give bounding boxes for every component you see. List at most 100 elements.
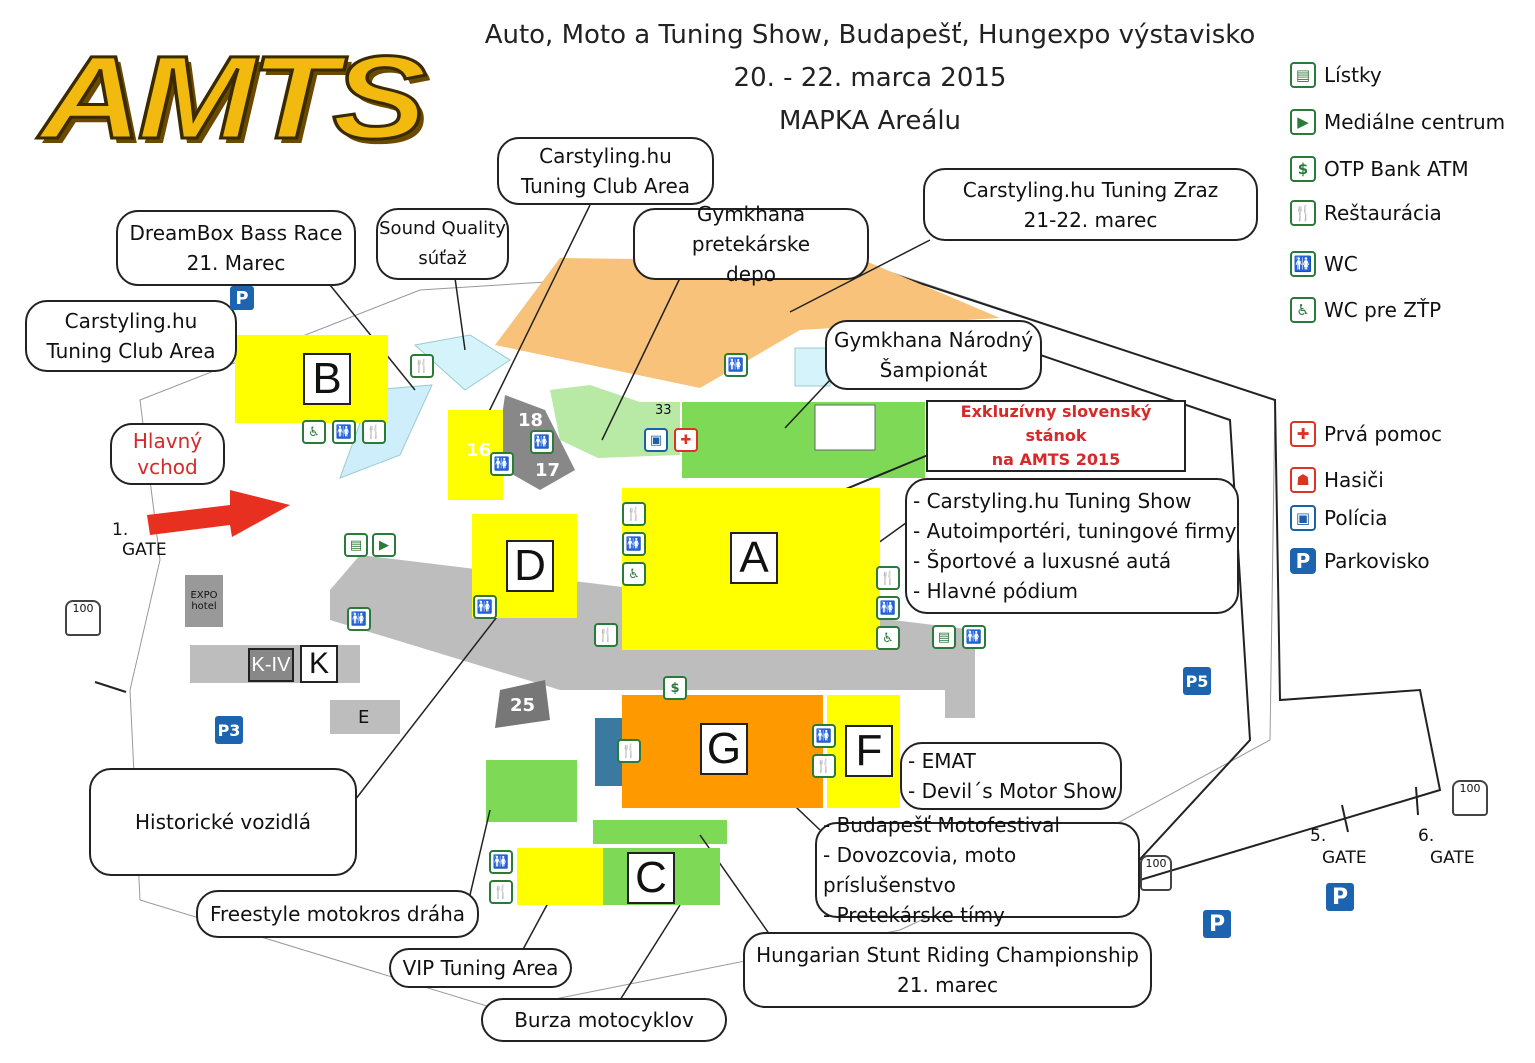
wc-icon: 🚻	[724, 353, 748, 377]
wc-icon: 🚻	[962, 625, 986, 649]
legend-item-media: ▶Mediálne centrum	[1290, 109, 1505, 135]
legend-item-police: ▣Polícia	[1290, 505, 1388, 531]
first-aid-icon: ✚	[674, 428, 698, 452]
map-dates: 20. - 22. marca 2015	[733, 63, 1007, 93]
hall-g-label: G	[700, 723, 748, 775]
parking-icon: P	[1290, 548, 1316, 574]
wc-icon: 🚻	[530, 430, 554, 454]
callout-hall-f: - EMAT- Devil´s Motor Show	[900, 742, 1122, 810]
ticket-icon: ▤	[932, 625, 956, 649]
hall-b: B	[235, 335, 388, 423]
first-aid-icon: ✚	[1290, 421, 1316, 447]
wc-icon: 🚻	[332, 420, 356, 444]
parking-p5-icon: P5	[1183, 667, 1211, 695]
ticket-icon: ▤	[1290, 62, 1316, 88]
callout-freestyle: Freestyle motokros dráha	[196, 890, 479, 938]
legend-item-wc: 🚻WC	[1290, 251, 1358, 277]
hall-a: A	[622, 488, 880, 650]
hall-e-label: E	[358, 707, 370, 728]
bus-stop-icon: 100	[1140, 855, 1172, 891]
callout-leaders	[94, 204, 1419, 1001]
restaurant-icon: 🍴	[410, 354, 434, 378]
restaurant-icon: 🍴	[617, 739, 641, 763]
legend-item-atm: $OTP Bank ATM	[1290, 156, 1469, 182]
map-subtitle: MAPKA Areálu	[778, 106, 962, 136]
hall-f-label: F	[845, 725, 893, 777]
hall-25-label: 25	[510, 695, 536, 716]
hall-18-label: 18	[518, 410, 544, 431]
restaurant-icon: 🍴	[489, 880, 513, 904]
hall-k-label: K	[300, 645, 338, 683]
atm-icon: $	[1290, 156, 1316, 182]
atm-icon: $	[663, 676, 687, 700]
restaurant-icon: 🍴	[876, 566, 900, 590]
hall-a-label: A	[730, 532, 778, 584]
hall-b-label: B	[303, 353, 351, 405]
bus-stop-icon: 100	[1452, 780, 1488, 816]
hall-f: F	[827, 695, 900, 808]
parking-icon: P	[1326, 883, 1354, 911]
wc-icon: 🚻	[876, 596, 900, 620]
restaurant-icon: 🍴	[594, 623, 618, 647]
expo-hotel	[185, 575, 223, 627]
wc-icon: 🚻	[347, 607, 371, 631]
parking-icon: P	[1203, 910, 1231, 938]
map-title: Auto, Moto a Tuning Show, Budapešť, Hung…	[484, 20, 1256, 50]
police-icon: ▣	[1290, 505, 1316, 531]
restaurant-icon: 🍴	[622, 502, 646, 526]
press-icon: ▶	[372, 533, 396, 557]
wc-icon: 🚻	[489, 850, 513, 874]
freestyle-area	[486, 760, 577, 822]
police-icon: ▣	[644, 428, 668, 452]
vip-area	[517, 848, 603, 905]
gymkhana-narodny-area	[682, 402, 925, 478]
bus-stop-icon: 100	[65, 600, 101, 636]
wc-icon: 🚻	[490, 452, 514, 476]
wc-icon: 🚻	[473, 595, 497, 619]
gate-5: 5.GATE	[1310, 826, 1367, 868]
wheelchair-icon: ♿	[1290, 297, 1316, 323]
entrance-arrow	[147, 490, 290, 537]
gymkhana-depo-area	[495, 258, 1000, 388]
callout-hall-g: - Budapešť Motofestival- Dovozcovia, mot…	[815, 813, 1140, 927]
legend-item-wc-disabled: ♿WC pre ZŤP	[1290, 297, 1441, 323]
hall-d-label: D	[506, 540, 554, 592]
wheelchair-icon: ♿	[622, 562, 646, 586]
hall-c: C	[603, 848, 720, 905]
hall-g: G	[622, 695, 823, 808]
hall-kiv-label: K-IV	[248, 648, 294, 682]
legend-item-firefighters: ☗Hasiči	[1290, 467, 1384, 493]
wc-icon: 🚻	[812, 724, 836, 748]
restaurant-icon: 🍴	[362, 420, 386, 444]
wheelchair-icon: ♿	[302, 420, 326, 444]
restaurant-icon: 🍴	[1290, 200, 1316, 226]
ticket-icon: ▤	[344, 533, 368, 557]
wheelchair-icon: ♿	[876, 626, 900, 650]
sound-quality-area	[413, 334, 511, 391]
amts-logo: AMTS	[38, 31, 428, 166]
hall-25	[495, 680, 550, 728]
callout-hall-a: - Carstyling.hu Tuning Show- Autoimporté…	[905, 478, 1239, 614]
firefighter-icon: ☗	[1290, 467, 1316, 493]
gate-6: 6.GATE	[1418, 826, 1475, 868]
hall-33-label: 33	[655, 403, 672, 418]
wc-icon: 🚻	[1290, 251, 1316, 277]
legend-item-first-aid: ✚Prvá pomoc	[1290, 421, 1442, 447]
gate-1: 1.GATE	[112, 520, 167, 560]
wc-icon: 🚻	[622, 532, 646, 556]
legend-item-restaurant: 🍴Reštaurácia	[1290, 200, 1442, 226]
hall-16-label: 16	[466, 440, 492, 461]
hall-17-label: 17	[535, 460, 561, 481]
